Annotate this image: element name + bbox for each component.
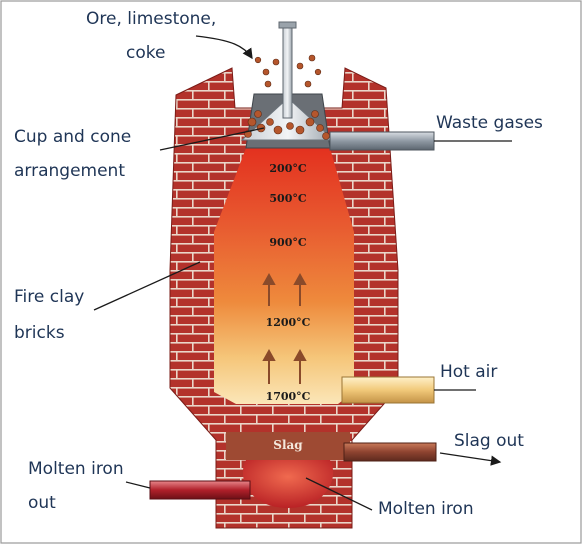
temp-200: 200°C <box>269 162 306 175</box>
fire-clay-label-line2: bricks <box>14 323 65 343</box>
rising-arrows <box>262 272 307 384</box>
temp-1200: 1200°C <box>266 316 311 329</box>
ore-label-line1: Ore, limestone, <box>86 9 216 29</box>
molten-iron-pool <box>242 460 334 508</box>
slag-label: Slag <box>273 438 303 452</box>
fire-clay-label-line1: Fire clay <box>14 287 84 307</box>
temp-900: 900°C <box>269 236 306 249</box>
cup-cone-label-line1: Cup and cone <box>14 127 131 147</box>
molten-iron-out-label-line2: out <box>28 493 56 513</box>
hot-air-pipe <box>341 376 435 404</box>
slag-layer <box>226 432 350 460</box>
furnace-chamber <box>214 148 354 404</box>
hot-air-label: Hot air <box>440 362 497 382</box>
leader-lines <box>93 35 512 511</box>
ore-pellets <box>244 54 330 140</box>
feed-rod-cap <box>278 21 297 29</box>
ore-label-line2: coke <box>126 43 165 63</box>
temp-1700: 1700°C <box>266 390 311 403</box>
temp-500: 500°C <box>269 192 306 205</box>
molten-iron-out-pipe <box>149 480 251 500</box>
waste-gas-pipe <box>329 131 435 151</box>
waste-gases-label: Waste gases <box>436 113 543 133</box>
slag-out-label: Slag out <box>454 431 524 451</box>
molten-iron-out-label-line1: Molten iron <box>28 459 124 479</box>
molten-iron-label: Molten iron <box>378 499 474 519</box>
cup-cone-label-line2: arrangement <box>14 161 125 181</box>
slag-out-pipe <box>343 442 437 462</box>
feed-rod <box>282 25 293 119</box>
